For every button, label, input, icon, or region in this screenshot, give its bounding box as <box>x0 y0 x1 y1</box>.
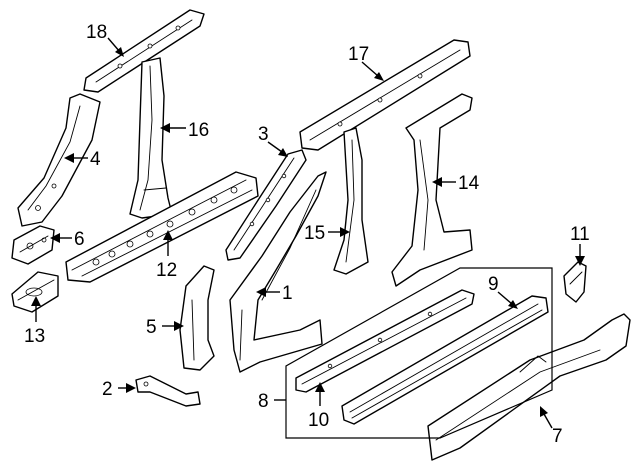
part-16-b-pillar-inner <box>129 57 173 219</box>
part-18-roof-rail <box>83 9 205 93</box>
callout-6: 6 <box>74 229 85 250</box>
callout-17: 17 <box>348 44 369 65</box>
callout-2: 2 <box>102 379 113 400</box>
callout-10: 10 <box>308 410 329 431</box>
callout-16: 16 <box>188 120 209 141</box>
leaders <box>31 37 585 429</box>
part-3-a-pillar-strip <box>225 149 307 261</box>
part-14-b-pillar-outer <box>391 93 473 287</box>
callout-11: 11 <box>570 224 590 245</box>
callout-4: 4 <box>90 149 101 170</box>
callout-12: 12 <box>156 260 177 281</box>
callout-15: 15 <box>304 223 325 244</box>
part-9-rocker-reinforcement <box>341 295 549 425</box>
part-1-hinge-pillar <box>229 171 327 373</box>
part-7-rocker-outer <box>427 313 631 461</box>
part-12-reinforcement-panel <box>65 171 259 283</box>
callout-18: 18 <box>86 22 107 43</box>
callout-14: 14 <box>458 173 480 194</box>
part-15-b-pillar-reinforcement <box>333 127 369 275</box>
callout-9: 9 <box>488 274 499 295</box>
part-5-lower-hinge-piece <box>179 265 215 371</box>
part-2-lower-bracket <box>135 375 201 407</box>
part-13-hinge-bracket <box>11 271 59 313</box>
part-4-a-pillar-upper <box>17 93 101 227</box>
callout-7: 7 <box>552 426 563 447</box>
part-17-roof-rail-outer <box>299 39 471 151</box>
callout-8: 8 <box>258 391 269 412</box>
callout-1: 1 <box>282 283 293 304</box>
callout-3: 3 <box>258 124 269 145</box>
callout-13: 13 <box>24 326 45 347</box>
part-11-bracket <box>563 261 587 303</box>
callout-labels: 18 16 4 6 12 13 3 1 5 2 17 15 14 11 9 10… <box>24 22 590 447</box>
group-8-box <box>285 267 553 439</box>
callout-5: 5 <box>146 317 157 338</box>
part-6-bracket <box>11 225 55 265</box>
part-10-rocker-inner <box>295 289 475 393</box>
